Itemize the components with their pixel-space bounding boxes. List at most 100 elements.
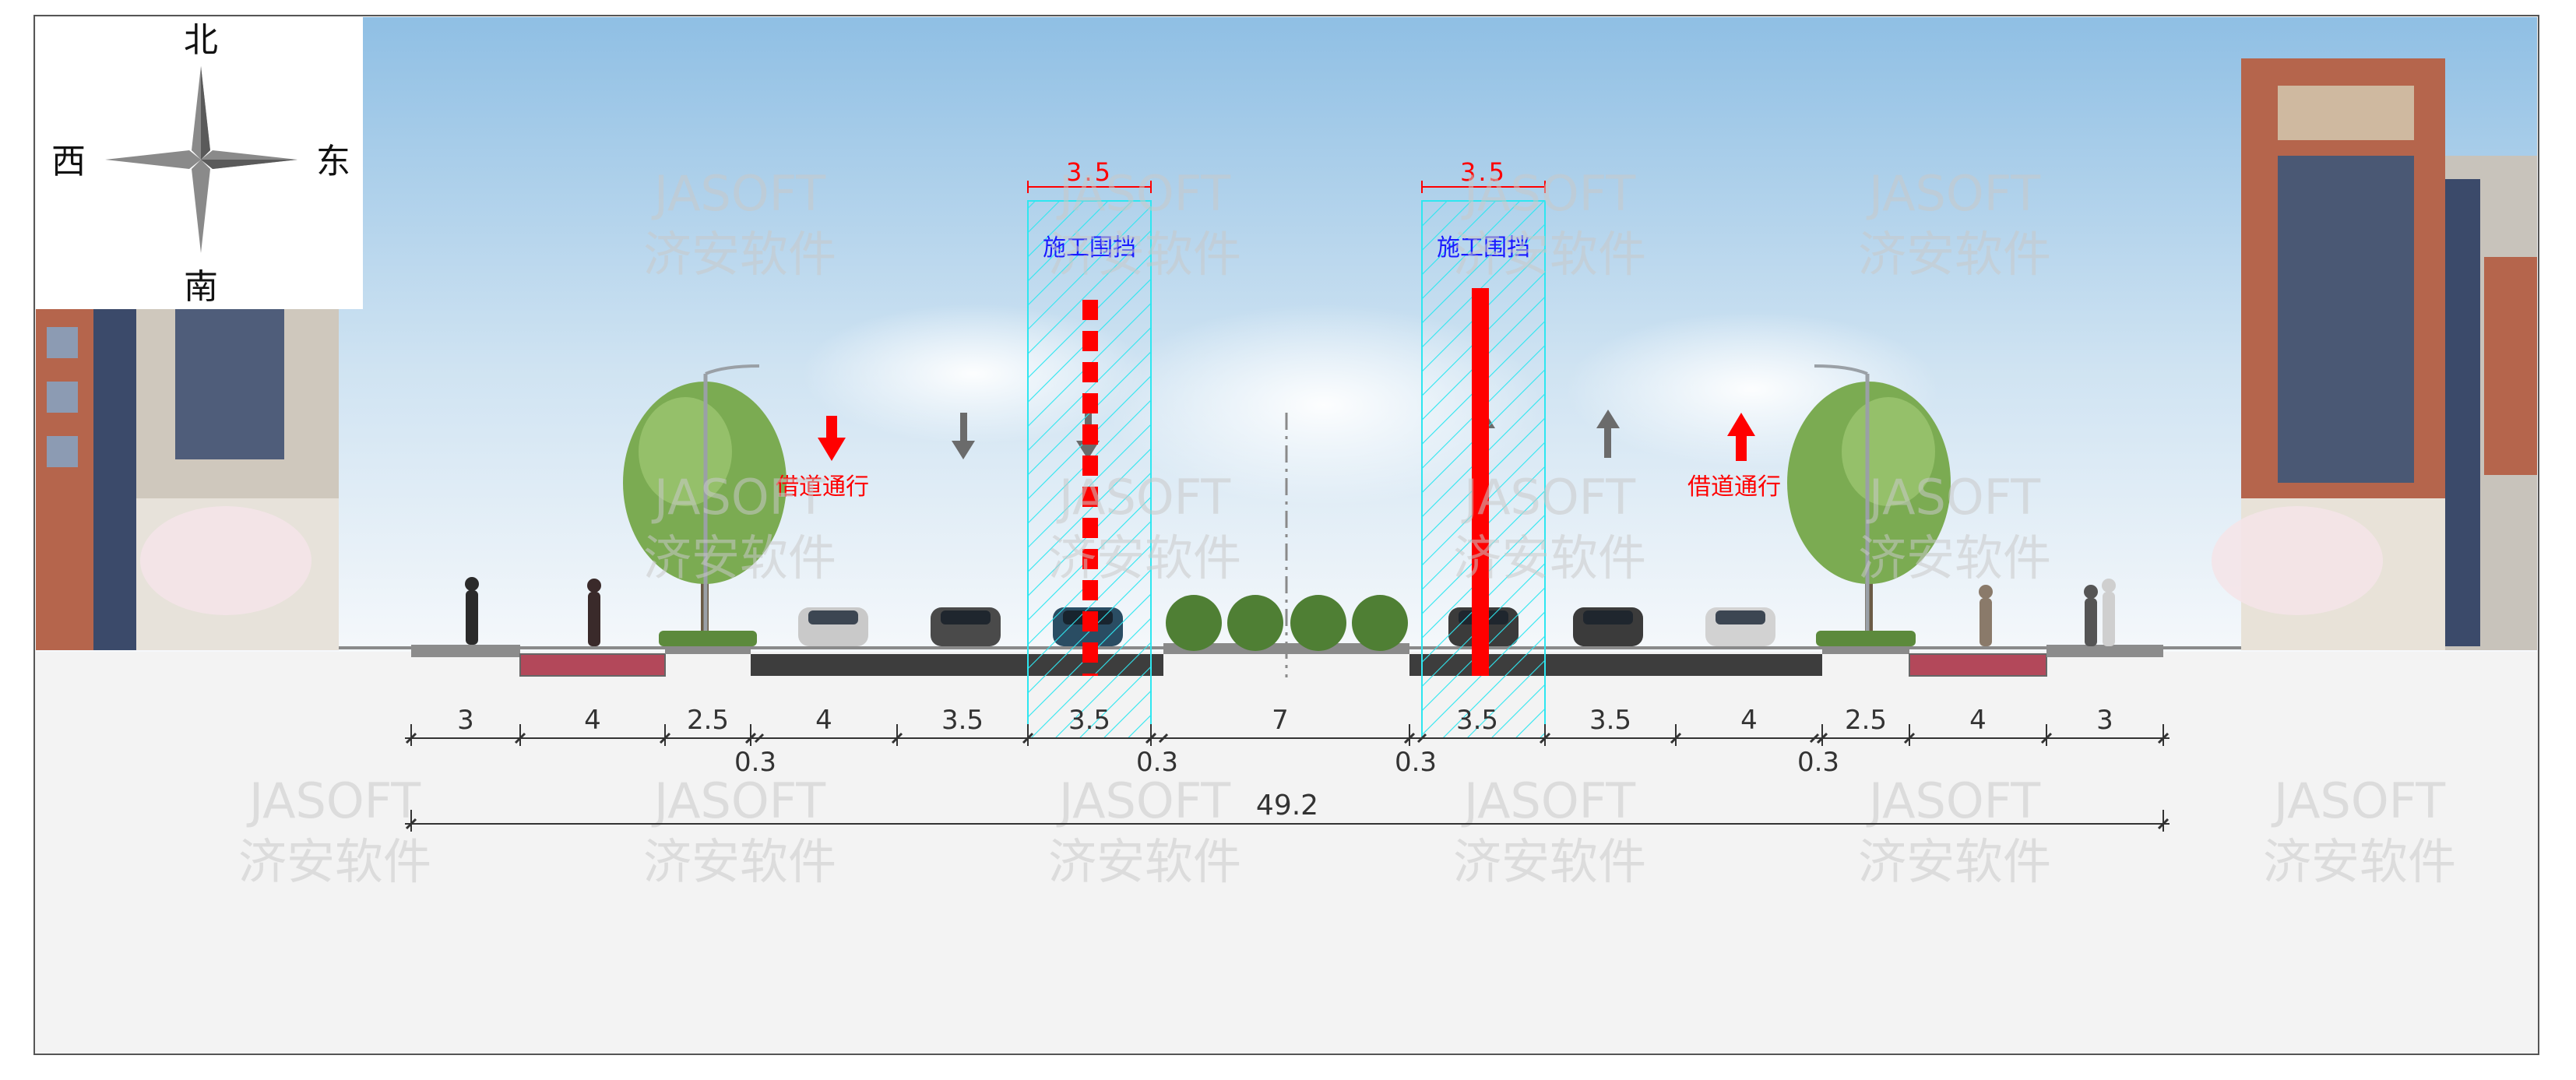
watermarks: JASOFT济安软件JASOFT济安软件JASOFT济安软件JASOFT济安软件… — [238, 165, 2456, 890]
compass-east-label: 东 — [316, 142, 350, 181]
dimension-segment-label: 3 — [2096, 705, 2113, 736]
dimension-tick — [659, 732, 671, 744]
watermark-latin: JASOFT — [1056, 469, 1231, 526]
dimension-tick — [405, 818, 417, 830]
dimension-segment-label: 4 — [815, 705, 832, 736]
dimension-segment-label: 2.5 — [687, 705, 729, 736]
dimension-segment-label: 3.5 — [1456, 705, 1498, 736]
watermark-chinese: 济安软件 — [1048, 529, 1241, 586]
right-hedge — [1816, 631, 1916, 646]
watermark-chinese: 济安软件 — [1048, 833, 1241, 890]
compass-west-label: 西 — [51, 142, 86, 181]
enclosure-width-label: 3.5 — [1460, 157, 1507, 187]
dimension-tick — [405, 732, 417, 744]
dimension-segment-label: 7 — [1272, 705, 1289, 736]
watermark-latin: JASOFT — [1866, 772, 2041, 829]
left-lamp-post — [703, 364, 760, 646]
watermark-latin: JASOFT — [1461, 469, 1636, 526]
dimension-gap-label: 0.3 — [1797, 747, 1839, 778]
dimension-segment-label: 4 — [584, 705, 601, 736]
enclosure-width-label: 3.5 — [1066, 157, 1113, 187]
dimension-gap-label: 0.3 — [734, 747, 776, 778]
watermark-chinese: 济安软件 — [1048, 226, 1241, 283]
dimension-segment-label: 2.5 — [1845, 705, 1887, 736]
watermark-latin: JASOFT — [1056, 165, 1231, 222]
car — [1573, 607, 1643, 646]
total-width-label: 49.2 — [1256, 790, 1318, 821]
dimension-segment-label: 3.5 — [941, 705, 984, 736]
car — [798, 607, 868, 646]
dimension-tick — [1145, 733, 1156, 744]
dimension-tick — [1539, 732, 1551, 744]
dimension-gap-label: 0.3 — [1136, 747, 1178, 778]
left-hedge — [659, 631, 757, 646]
detour-label-left: 借道通行 — [776, 473, 869, 501]
construction-enclosure-left: 3.5 施工围挡 — [1027, 157, 1152, 739]
left-bike-lane — [519, 653, 666, 677]
up-arrow-icon — [1596, 410, 1620, 458]
dimension-segment-label: 4 — [1740, 705, 1758, 736]
car — [1705, 607, 1775, 646]
watermark-chinese: 济安软件 — [1453, 529, 1646, 586]
left-sidewalk — [411, 645, 520, 657]
right-bike-lane — [1909, 653, 2047, 677]
watermark-chinese: 济安软件 — [1453, 226, 1646, 283]
compass-west-needle — [105, 150, 201, 169]
watermark-latin: JASOFT — [1461, 165, 1636, 222]
watermark-latin: JASOFT — [1866, 165, 2041, 222]
watermark-latin: JASOFT — [1461, 772, 1636, 829]
detour-down-arrow-icon — [818, 416, 846, 461]
car — [931, 607, 1001, 646]
dimension-tick — [745, 733, 756, 744]
dimension-tick — [754, 733, 765, 744]
watermark-chinese: 济安软件 — [643, 226, 836, 283]
watermark-chinese: 济安软件 — [1858, 226, 2051, 283]
watermark-chinese: 济安软件 — [643, 529, 836, 586]
watermark-chinese: 济安软件 — [238, 833, 431, 890]
dimension-tick — [1158, 733, 1169, 744]
dimension-tick — [514, 732, 526, 744]
dimension-segment-label: 3.5 — [1589, 705, 1631, 736]
median-shrubs — [1166, 595, 1408, 651]
dimension-tick — [1404, 733, 1415, 744]
watermark-chinese: 济安软件 — [1858, 833, 2051, 890]
pedestrians — [465, 577, 2116, 646]
dimension-segment-label: 3 — [457, 705, 474, 736]
enclosure-label: 施工围挡 — [1437, 234, 1530, 262]
watermark-chinese: 济安软件 — [1858, 529, 2051, 586]
right-lamp-post — [1814, 364, 1870, 646]
dimension-tick — [1416, 733, 1427, 744]
watermark-chinese: 济安软件 — [643, 833, 836, 890]
compass: 北 南 西 东 — [36, 17, 363, 309]
dimension-segment-label: 3.5 — [1068, 705, 1110, 736]
watermark-latin: JASOFT — [651, 165, 826, 222]
dimension-tick — [1903, 732, 1916, 744]
watermark-latin: JASOFT — [1056, 772, 1231, 829]
compass-south-needle — [192, 160, 210, 253]
watermark-latin: JASOFT — [1866, 469, 2041, 526]
watermark-latin: JASOFT — [2271, 772, 2446, 829]
dimension-tick — [2040, 732, 2053, 744]
down-arrow-icon — [952, 413, 975, 459]
dimension-tick — [2157, 732, 2170, 744]
watermark-latin: JASOFT — [651, 772, 826, 829]
right-buildings — [2212, 58, 2537, 650]
enclosure-label: 施工围挡 — [1043, 234, 1136, 262]
compass-north-label: 北 — [184, 20, 218, 60]
dimension-tick — [1817, 733, 1828, 744]
dimension-tick — [1809, 733, 1820, 744]
dimension-tick — [891, 732, 903, 744]
construction-enclosure-right: 3.5 施工围挡 — [1421, 157, 1546, 739]
dimension-tick — [1670, 732, 1682, 744]
right-sidewalk — [2046, 645, 2163, 657]
watermark-chinese: 济安软件 — [1453, 833, 1646, 890]
detour-label-right: 借道通行 — [1687, 473, 1781, 501]
watermark-latin: JASOFT — [651, 469, 826, 526]
closure-solid-line — [1472, 288, 1489, 676]
watermark-latin: JASOFT — [246, 772, 421, 829]
dimension-tick — [1022, 732, 1034, 744]
compass-south-label: 南 — [184, 267, 218, 307]
ground — [36, 652, 2537, 1053]
